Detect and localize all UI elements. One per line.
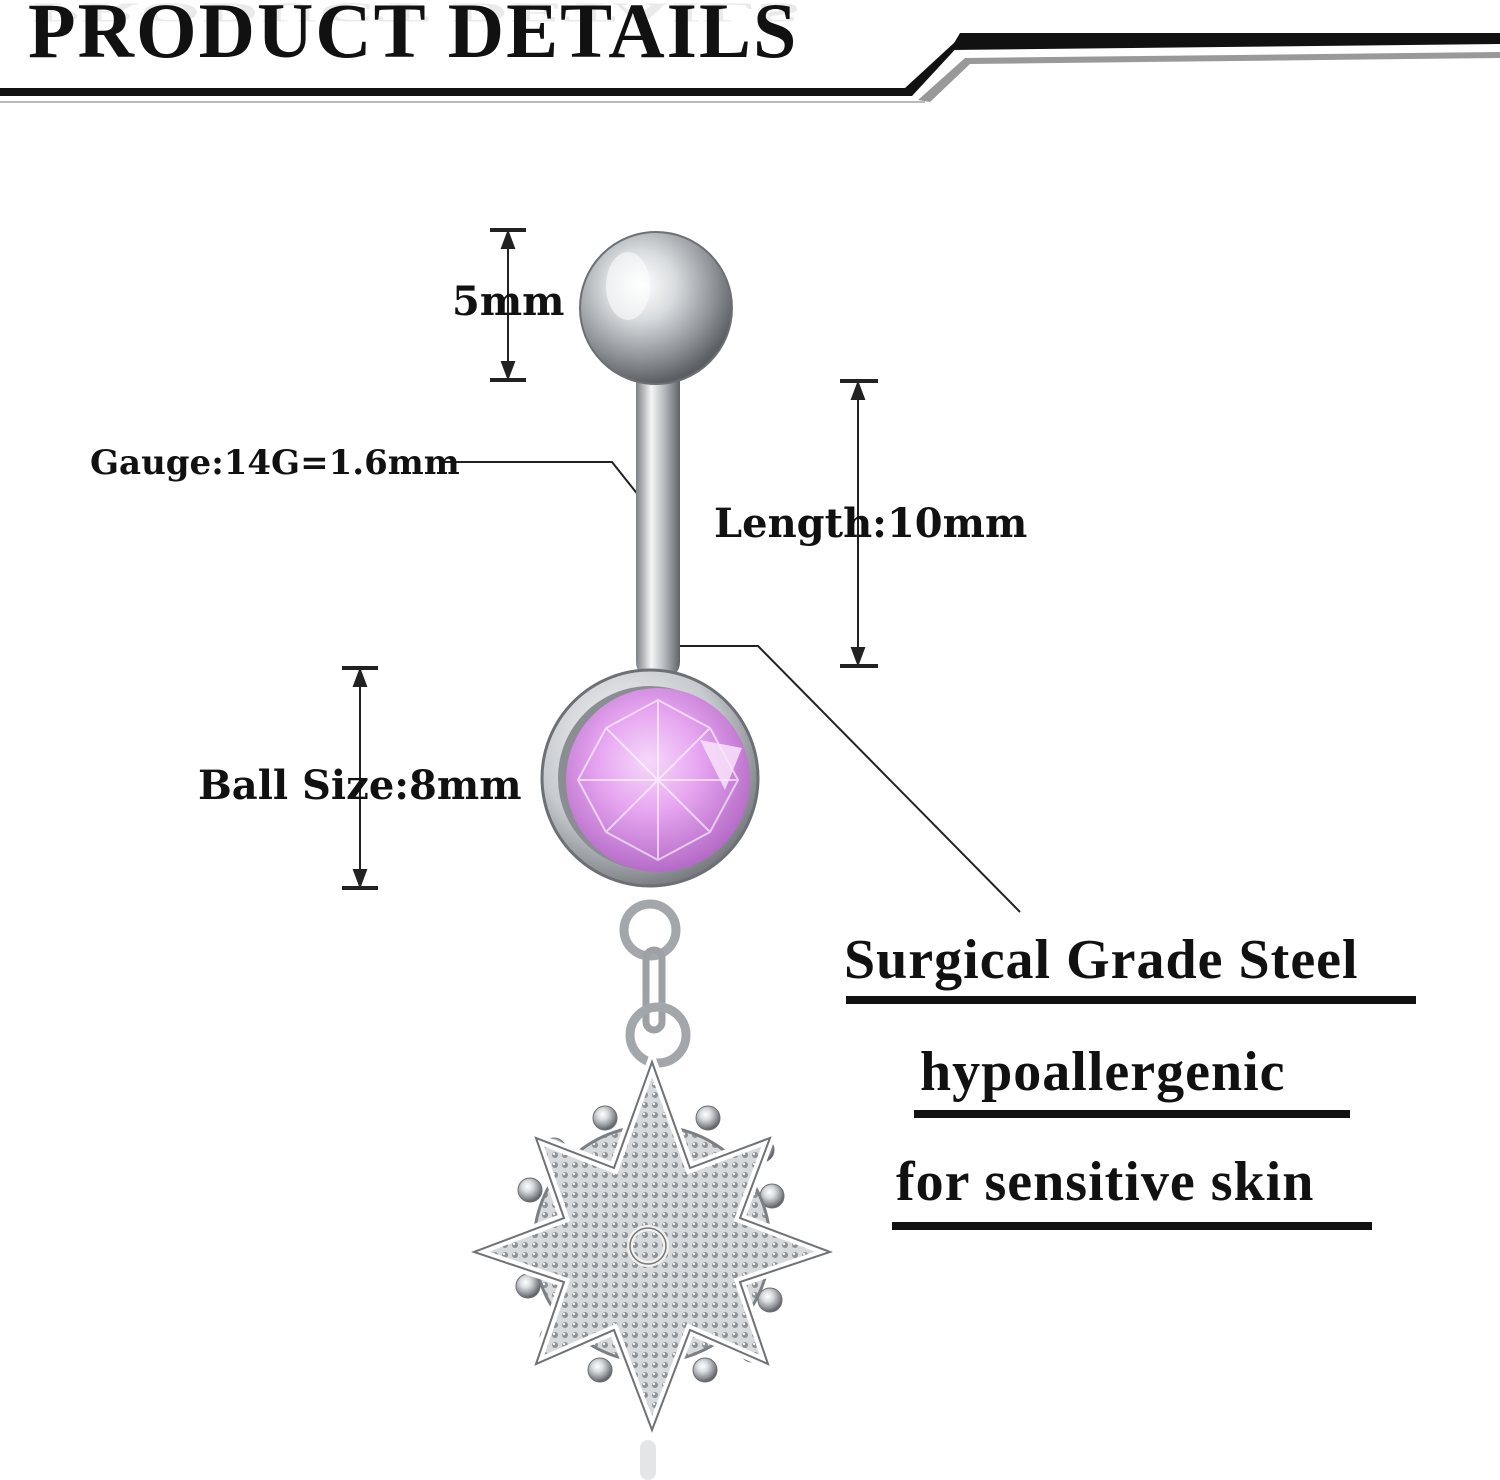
ball-size-dimension	[342, 666, 378, 890]
length-label: Length:10mm	[714, 500, 1028, 547]
feature-surgical-steel: Surgical Grade Steel	[844, 929, 1359, 991]
feature-underline	[914, 1110, 1350, 1118]
steel-leader-line	[668, 645, 1021, 913]
top-ball-dimension	[490, 228, 526, 382]
top-ball-size-label: 5mm	[452, 278, 565, 325]
page-title: PRODUCT DETAILS	[28, 0, 799, 74]
feature-hypoallergenic: hypoallergenic	[920, 1041, 1286, 1103]
header-rule	[0, 33, 1500, 103]
length-dimension	[840, 379, 878, 668]
feature-underline	[892, 1222, 1372, 1230]
feature-underline	[846, 996, 1416, 1004]
ball-size-label: Ball Size:8mm	[198, 762, 522, 809]
belly-ring-image	[459, 231, 845, 1480]
gauge-leader-line	[442, 461, 655, 516]
gauge-label: Gauge:14G=1.6mm	[90, 443, 460, 483]
feature-sensitive-skin: for sensitive skin	[896, 1151, 1315, 1213]
